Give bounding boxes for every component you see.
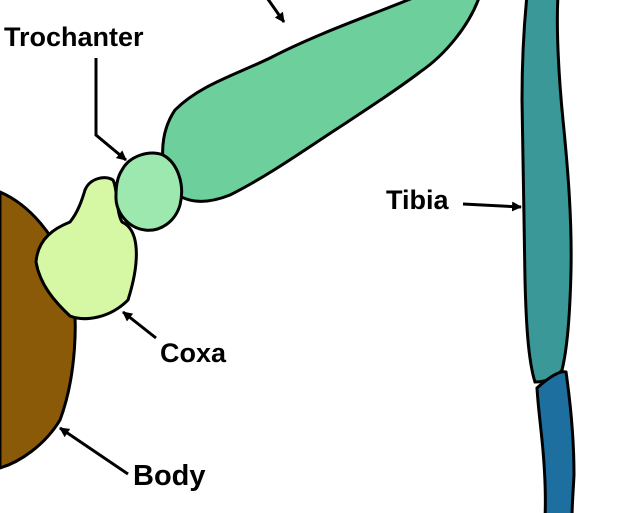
- tarsus-segment: [535, 370, 576, 513]
- tibia-segment: [520, 0, 573, 384]
- femur-arrow: [266, 0, 286, 23]
- tibia-label: Tibia: [386, 185, 449, 215]
- femur-segment: [161, 0, 480, 203]
- body-label: Body: [133, 460, 206, 492]
- trochanter-segment: [114, 151, 184, 232]
- body-arrow: [59, 426, 129, 476]
- coxa-label: Coxa: [160, 338, 227, 368]
- trochanter-arrow: [94, 58, 127, 162]
- tibia-arrow: [462, 201, 522, 212]
- coxa-segment: [34, 176, 138, 321]
- trochanter-label: Trochanter: [4, 22, 144, 52]
- coxa-arrow: [122, 310, 157, 340]
